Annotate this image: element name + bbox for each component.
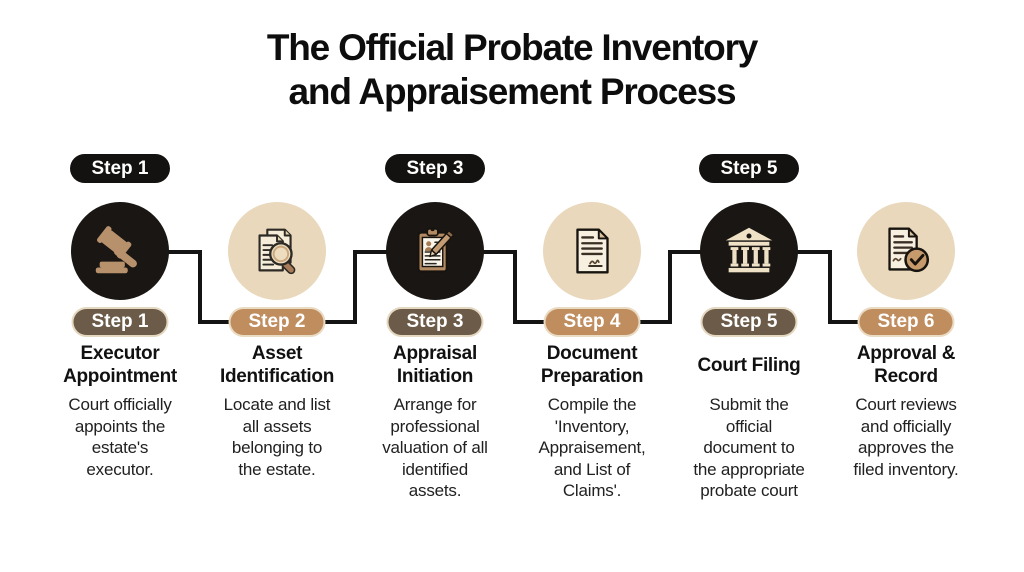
step-title: Approval & Record xyxy=(856,343,956,387)
step-badge: Step 5 xyxy=(700,307,798,337)
step-column-4: Step 4 Document Preparation Compile the … xyxy=(512,0,672,572)
step-description: Court officially appoints the estate's e… xyxy=(68,395,172,479)
step-badge: Step 2 xyxy=(228,307,326,337)
step-circle xyxy=(857,202,955,300)
step-circle xyxy=(700,202,798,300)
step-column-3: Step 3 Step 3 Appraisal Initi xyxy=(355,0,515,572)
step-top-badge: Step 3 xyxy=(385,154,485,183)
step-top-badge: Step 5 xyxy=(699,154,799,183)
step-circle xyxy=(228,202,326,300)
step-column-6: Step 6 Approval & Record Court reviews a… xyxy=(826,0,986,572)
step-circle xyxy=(543,202,641,300)
step-description: Submit the official document to the appr… xyxy=(693,395,805,500)
step-circle xyxy=(71,202,169,300)
document-search-icon xyxy=(258,228,296,275)
step-badge: Step 3 xyxy=(386,307,484,337)
step-column-5: Step 5 xyxy=(669,0,829,572)
document-check-icon xyxy=(888,227,930,273)
clipboard-pen-icon xyxy=(417,227,455,273)
step-column-1: Step 1 Step 1 Executor Appointment Court… xyxy=(40,0,200,572)
page-title: The Official Probate Inventory and Appra… xyxy=(266,27,759,112)
step-title: Asset Identification xyxy=(219,343,335,387)
courthouse-icon xyxy=(725,227,773,273)
step-column-2: Step 2 Asset Identification Locate and l… xyxy=(197,0,357,572)
step-badge: Step 6 xyxy=(857,307,955,337)
step-badge: Step 1 xyxy=(71,307,169,337)
step-title: Appraisal Initiation xyxy=(393,343,477,387)
step-circle xyxy=(386,202,484,300)
document-signature-icon xyxy=(576,228,609,274)
step-title: Document Preparation xyxy=(540,343,644,387)
step-title: Court Filing xyxy=(697,354,801,376)
gavel-icon xyxy=(95,226,137,274)
step-description: Compile the 'Inventory, Appraisement, an… xyxy=(538,395,646,500)
step-description: Court reviews and officially approves th… xyxy=(853,395,959,479)
step-title: Executor Appointment xyxy=(63,343,177,387)
step-description: Locate and list all assets belonging to … xyxy=(223,395,331,479)
step-badge: Step 4 xyxy=(543,307,641,337)
step-top-badge: Step 1 xyxy=(70,154,170,183)
step-description: Arrange for professional valuation of al… xyxy=(382,395,488,500)
